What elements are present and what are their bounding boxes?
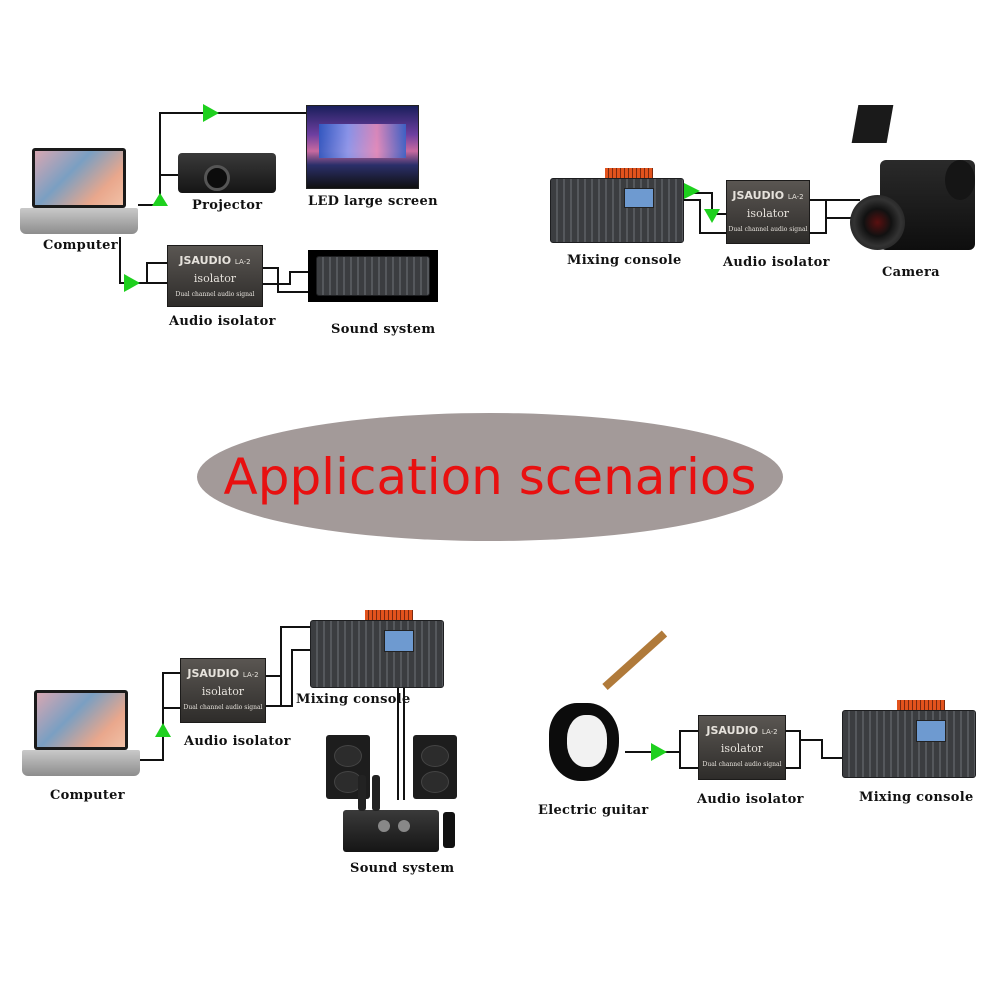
arrow-right-icon <box>203 104 219 122</box>
remote-control <box>443 812 455 848</box>
arrow-up-icon <box>155 723 171 737</box>
arrow-down-icon <box>704 209 720 223</box>
isolator-sub: Dual channel audio signal <box>702 761 782 768</box>
label-guitar: Electric guitar <box>538 803 649 818</box>
speaker-right <box>413 735 457 799</box>
camera <box>850 105 975 255</box>
sound-system-console-1 <box>308 250 438 302</box>
label-camera: Camera <box>882 265 940 280</box>
audio-isolator-2: JSAUDIO LA-2 isolator Dual channel audio… <box>726 180 810 244</box>
isolator-sub: Dual channel audio signal <box>183 704 263 711</box>
label-projector: Projector <box>192 198 263 213</box>
isolator-brand: JSAUDIO <box>187 667 240 680</box>
computer-laptop-1 <box>20 148 138 234</box>
mixing-console-4 <box>842 700 976 778</box>
label-console-2: Mixing console <box>567 253 682 268</box>
projector <box>178 153 276 193</box>
wire-computer-isolator <box>119 237 167 284</box>
wire-isolator-console-3 <box>265 675 282 707</box>
label-sound-3: Sound system <box>350 861 455 876</box>
isolator-model: LA-2 <box>761 728 778 736</box>
title-oval <box>197 413 783 541</box>
microphones <box>355 775 385 811</box>
isolator-name: isolator <box>746 207 790 220</box>
isolator-name: isolator <box>193 272 237 285</box>
computer-laptop-3 <box>22 690 140 776</box>
wire-isolator-sound <box>262 267 310 293</box>
label-sound-1: Sound system <box>331 322 436 337</box>
label-led: LED large screen <box>308 194 438 209</box>
label-computer-1: Computer <box>43 238 118 253</box>
wire-isolator-console-4 <box>785 730 801 769</box>
label-console-4: Mixing console <box>859 790 974 805</box>
led-large-screen <box>306 105 419 189</box>
audio-isolator-4: JSAUDIO LA-2 isolator Dual channel audio… <box>698 715 786 780</box>
isolator-name: isolator <box>720 742 764 755</box>
isolator-brand: JSAUDIO <box>706 724 759 737</box>
page-title: Application scenarios <box>223 448 757 506</box>
arrow-right-icon <box>651 743 667 761</box>
label-isolator-1: Audio isolator <box>169 314 276 329</box>
isolator-model: LA-2 <box>242 671 259 679</box>
arrow-up-icon <box>152 193 168 206</box>
audio-isolator-3: JSAUDIO LA-2 isolator Dual channel audio… <box>180 658 266 723</box>
label-isolator-2: Audio isolator <box>723 255 830 270</box>
mixing-console-3 <box>310 610 444 688</box>
wire-computer-led <box>138 112 308 206</box>
label-console-3: Mixing console <box>296 692 411 707</box>
arrow-group <box>124 104 720 761</box>
isolator-name: isolator <box>201 685 245 698</box>
arrow-right-icon <box>684 183 700 199</box>
isolator-model: LA-2 <box>234 258 251 266</box>
isolator-model: LA-2 <box>787 193 804 201</box>
wire-isolator-camera <box>808 199 827 234</box>
mixing-console-2 <box>550 168 684 243</box>
amplifier <box>343 810 439 852</box>
isolator-sub: Dual channel audio signal <box>728 226 808 233</box>
label-computer-3: Computer <box>50 788 125 803</box>
wire-console-isolator <box>684 192 726 215</box>
label-isolator-4: Audio isolator <box>697 792 804 807</box>
isolator-sub: Dual channel audio signal <box>175 291 255 298</box>
audio-isolator-1: JSAUDIO LA-2 isolator Dual channel audio… <box>167 245 263 307</box>
electric-guitar <box>545 630 685 785</box>
label-isolator-3: Audio isolator <box>184 734 291 749</box>
isolator-brand: JSAUDIO <box>732 189 785 202</box>
wire-computer-isolator-3 <box>133 672 180 761</box>
isolator-brand: JSAUDIO <box>179 254 232 267</box>
arrow-right-icon <box>124 274 140 292</box>
